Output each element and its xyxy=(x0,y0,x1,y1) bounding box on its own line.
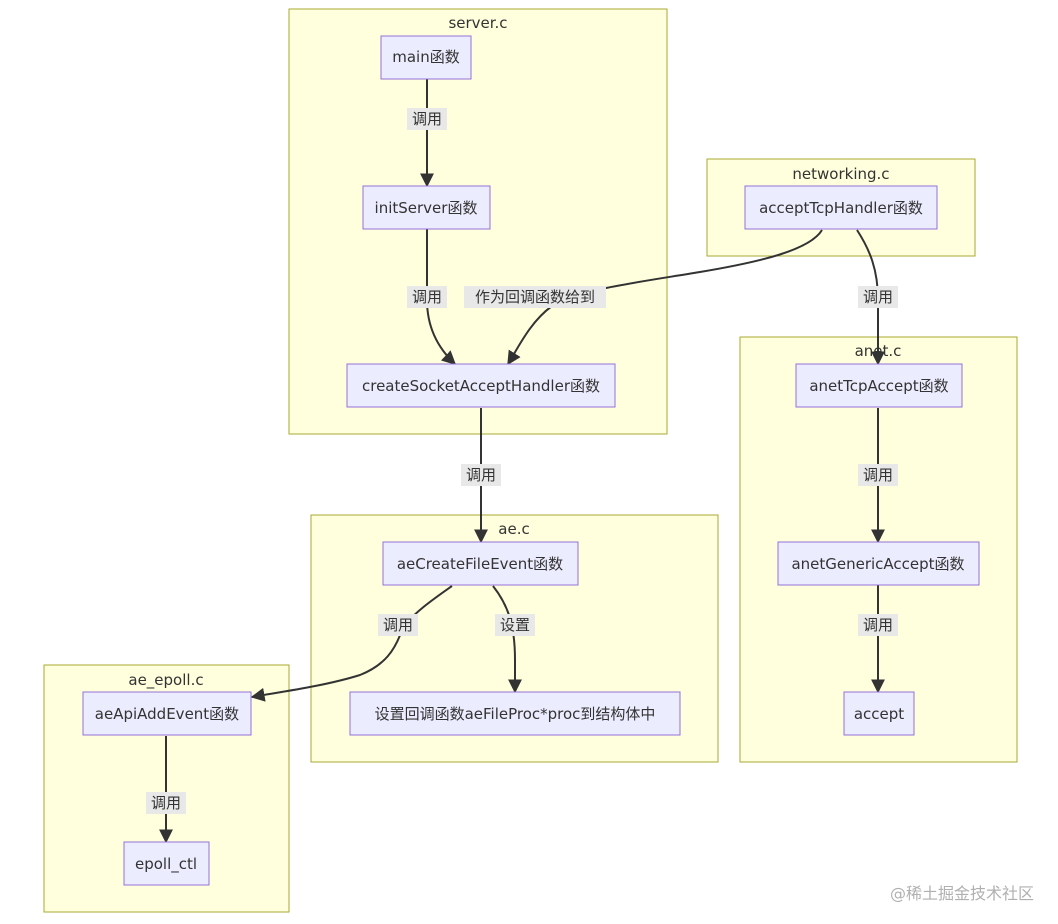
svg-text:aeCreateFileEvent函数: aeCreateFileEvent函数 xyxy=(397,555,563,573)
edge-label-aeapiadd-epollctl: 调用 xyxy=(146,792,186,814)
cluster-title-ae-epoll-c: ae_epoll.c xyxy=(128,671,203,690)
svg-text:调用: 调用 xyxy=(383,616,413,634)
watermark-text: @稀土掘金技术社区 xyxy=(889,884,1034,903)
node-createsocketaccepthandler: createSocketAcceptHandler函数 xyxy=(346,363,616,408)
svg-text:调用: 调用 xyxy=(151,794,181,812)
svg-text:调用: 调用 xyxy=(412,110,442,128)
svg-text:调用: 调用 xyxy=(863,288,893,306)
edge-label-aecreate-aeapiadd: 调用 xyxy=(378,614,418,636)
svg-text:anetGenericAccept函数: anetGenericAccept函数 xyxy=(791,555,964,573)
node-aecreatefileevent: aeCreateFileEvent函数 xyxy=(382,541,579,586)
svg-text:acceptTcpHandler函数: acceptTcpHandler函数 xyxy=(759,199,923,217)
edge-label-createsocket-aecreate: 调用 xyxy=(461,464,501,486)
svg-text:initServer函数: initServer函数 xyxy=(375,199,478,217)
svg-text:设置: 设置 xyxy=(500,616,530,634)
svg-text:createSocketAcceptHandler函数: createSocketAcceptHandler函数 xyxy=(362,377,600,395)
edge-label-initserver-createsocket: 调用 xyxy=(407,286,447,308)
edge-label-aecreate-setproc: 设置 xyxy=(495,614,535,636)
node-anettcpaccept: anetTcpAccept函数 xyxy=(795,363,963,408)
svg-text:epoll_ctl: epoll_ctl xyxy=(135,855,197,874)
svg-text:作为回调函数给到: 作为回调函数给到 xyxy=(475,288,595,306)
node-aeapiaddevent: aeApiAddEvent函数 xyxy=(82,691,252,736)
edge-label-accepttcp-createsocket: 作为回调函数给到 xyxy=(464,286,606,308)
edge-label-main-initserver: 调用 xyxy=(407,108,447,130)
node-anetgenericaccept: anetGenericAccept函数 xyxy=(777,541,980,586)
node-epoll-ctl: epoll_ctl xyxy=(123,841,210,886)
edge-aecreate-to-aeapiadd xyxy=(250,585,453,702)
node-initserver: initServer函数 xyxy=(362,185,491,230)
cluster-title-server-c: server.c xyxy=(448,14,507,32)
node-set-callback-proc: 设置回调函数aeFileProc*proc到结构体中 xyxy=(349,691,681,736)
svg-text:main函数: main函数 xyxy=(392,48,459,66)
svg-text:调用: 调用 xyxy=(412,288,442,306)
node-accepttcphandler: acceptTcpHandler函数 xyxy=(744,185,938,230)
svg-text:调用: 调用 xyxy=(863,616,893,634)
edge-accepttcp-to-createsocket xyxy=(507,229,823,366)
svg-text:accept: accept xyxy=(854,705,904,723)
cluster-title-ae-c: ae.c xyxy=(498,520,529,538)
edge-label-anettcp-anetgeneric: 调用 xyxy=(858,464,898,486)
edge-label-anetgeneric-accept: 调用 xyxy=(858,614,898,636)
svg-text:调用: 调用 xyxy=(466,466,496,484)
svg-text:调用: 调用 xyxy=(863,466,893,484)
node-accept: accept xyxy=(843,691,915,736)
cluster-title-networking-c: networking.c xyxy=(792,165,889,183)
svg-text:aeApiAddEvent函数: aeApiAddEvent函数 xyxy=(95,705,239,723)
edge-label-accepttcp-anettcp: 调用 xyxy=(858,286,898,308)
node-main: main函数 xyxy=(380,35,472,80)
svg-text:设置回调函数aeFileProc*proc到结构体中: 设置回调函数aeFileProc*proc到结构体中 xyxy=(375,705,656,723)
svg-text:anetTcpAccept函数: anetTcpAccept函数 xyxy=(809,377,948,395)
